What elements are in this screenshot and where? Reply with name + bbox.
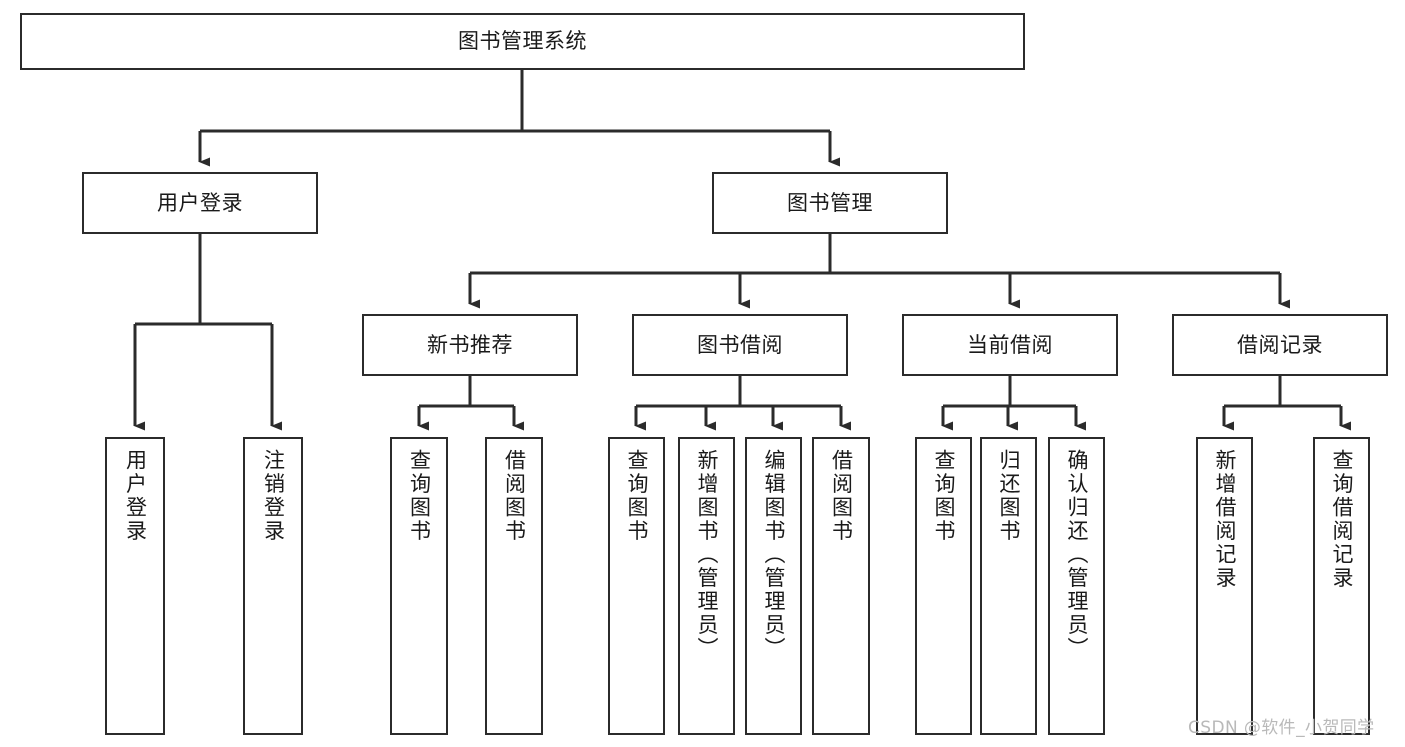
leaf-add-book-admin[interactable]: 新增图书（管理员） <box>678 437 735 735</box>
leaf-confirm-return-admin-label: 确认归还（管理员） <box>1065 449 1089 661</box>
leaf-borrow-book-recommend[interactable]: 借阅图书 <box>485 437 543 735</box>
leaf-query-book-current[interactable]: 查询图书 <box>915 437 972 735</box>
leaf-query-book-borrow[interactable]: 查询图书 <box>608 437 665 735</box>
node-book-borrow[interactable]: 图书借阅 <box>632 314 848 376</box>
leaf-query-book-recommend[interactable]: 查询图书 <box>390 437 448 735</box>
leaf-borrow-book[interactable]: 借阅图书 <box>812 437 870 735</box>
node-book-borrow-label: 图书借阅 <box>697 332 783 357</box>
leaf-return-book[interactable]: 归还图书 <box>980 437 1037 735</box>
node-current-borrow-label: 当前借阅 <box>967 332 1053 357</box>
leaf-add-borrow-record-label: 新增借阅记录 <box>1213 449 1237 590</box>
leaf-add-borrow-record[interactable]: 新增借阅记录 <box>1196 437 1253 735</box>
node-book-management[interactable]: 图书管理 <box>712 172 948 234</box>
node-book-management-label: 图书管理 <box>787 190 873 215</box>
leaf-borrow-book-label: 借阅图书 <box>829 449 854 543</box>
node-new-book-recommend[interactable]: 新书推荐 <box>362 314 578 376</box>
leaf-query-borrow-record[interactable]: 查询借阅记录 <box>1313 437 1370 735</box>
leaf-user-login-label: 用户登录 <box>123 449 148 543</box>
leaf-query-book-borrow-label: 查询图书 <box>625 449 649 543</box>
leaf-query-book-current-label: 查询图书 <box>932 449 956 543</box>
node-root-label: 图书管理系统 <box>458 29 587 54</box>
leaf-add-book-admin-label: 新增图书（管理员） <box>695 449 719 661</box>
watermark: CSDN @软件_小贺同学 <box>1188 718 1375 738</box>
node-borrow-record-label: 借阅记录 <box>1237 332 1323 357</box>
leaf-edit-book-admin-label: 编辑图书（管理员） <box>762 449 786 661</box>
node-user-login[interactable]: 用户登录 <box>82 172 318 234</box>
leaf-confirm-return-admin[interactable]: 确认归还（管理员） <box>1048 437 1105 735</box>
node-root[interactable]: 图书管理系统 <box>20 13 1025 70</box>
leaf-user-logout-label: 注销登录 <box>261 449 286 543</box>
node-new-book-recommend-label: 新书推荐 <box>427 332 513 357</box>
leaf-query-book-recommend-label: 查询图书 <box>407 449 432 543</box>
leaf-return-book-label: 归还图书 <box>997 449 1021 543</box>
leaf-query-borrow-record-label: 查询借阅记录 <box>1330 449 1354 590</box>
leaf-user-logout[interactable]: 注销登录 <box>243 437 303 735</box>
node-borrow-record[interactable]: 借阅记录 <box>1172 314 1388 376</box>
leaf-borrow-book-recommend-label: 借阅图书 <box>502 449 527 543</box>
node-current-borrow[interactable]: 当前借阅 <box>902 314 1118 376</box>
node-user-login-label: 用户登录 <box>157 190 243 215</box>
leaf-user-login[interactable]: 用户登录 <box>105 437 165 735</box>
leaf-edit-book-admin[interactable]: 编辑图书（管理员） <box>745 437 802 735</box>
